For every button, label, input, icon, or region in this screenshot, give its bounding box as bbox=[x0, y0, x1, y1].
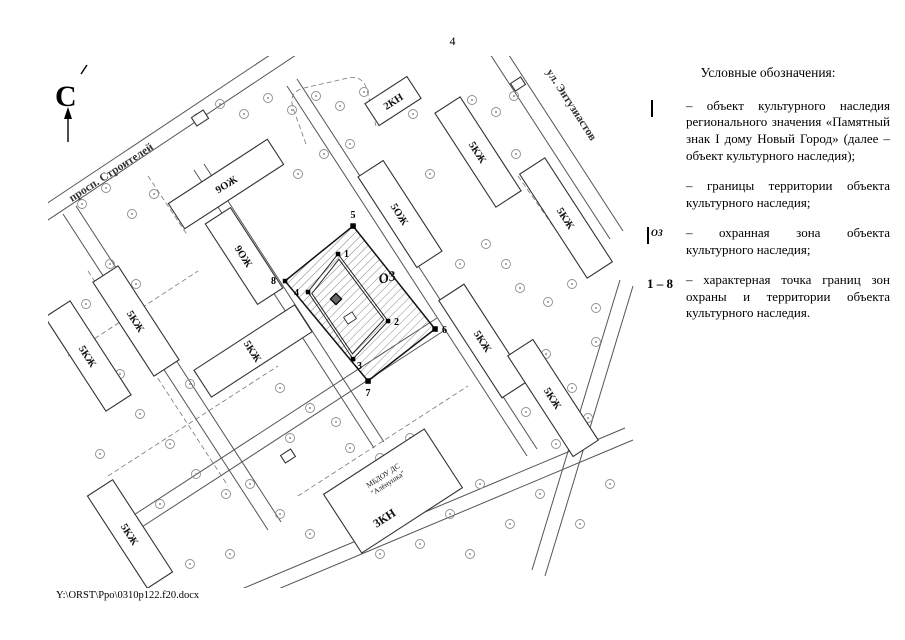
legend-item-text: – охранная зона объекта культурного насл… bbox=[686, 224, 890, 257]
building: 5КЖ bbox=[434, 96, 522, 208]
point-marker bbox=[350, 223, 356, 229]
utility-structure bbox=[509, 76, 527, 92]
point-label: 5 bbox=[351, 210, 356, 221]
points-range-symbol: 1 – 8 bbox=[647, 275, 673, 291]
heritage-object-diamond-icon bbox=[647, 99, 653, 118]
north-arrow: С bbox=[55, 64, 88, 142]
building: 5ОЖ bbox=[357, 159, 443, 269]
point-label: 6 bbox=[442, 325, 447, 336]
legend-item-text: – характерная точка границ зон охраны и … bbox=[686, 271, 890, 321]
point-label: 4 bbox=[294, 288, 299, 299]
point-marker bbox=[305, 289, 311, 295]
street-label: ул. Энтузиастов bbox=[543, 67, 598, 143]
point-marker bbox=[385, 318, 391, 324]
north-label: С bbox=[55, 80, 77, 113]
legend-title: Условные обозначения: bbox=[700, 65, 836, 80]
heritage-object-marker bbox=[329, 292, 343, 306]
monument-pedestal bbox=[343, 311, 357, 325]
north-arrowhead-icon bbox=[64, 107, 72, 119]
point-label: 2 bbox=[394, 317, 399, 328]
legend-item-boundary-points: 1 – 8 – характерная точка границ зон охр… bbox=[646, 272, 890, 323]
point-marker bbox=[432, 326, 438, 332]
point-label: 3 bbox=[357, 361, 362, 372]
building: 5КЖ bbox=[438, 283, 528, 399]
building: 2КН bbox=[364, 75, 422, 127]
building: 5КЖ bbox=[518, 157, 614, 279]
building-school: МБДОУ ДС "Алёнушка" 3КН bbox=[322, 428, 464, 554]
document-path: Y:\ORST\Ppo\0310p122.f20.docx bbox=[56, 590, 200, 601]
building: 5КЖ bbox=[44, 300, 132, 412]
page-number: 4 bbox=[449, 34, 456, 48]
building: 5КЖ bbox=[92, 265, 180, 377]
zone-label: ОЗ bbox=[377, 269, 398, 288]
utility-structure bbox=[190, 109, 210, 127]
point-marker bbox=[350, 356, 356, 362]
point-marker bbox=[282, 278, 288, 284]
building: 5КЖ bbox=[506, 338, 600, 458]
street-label: просп. Строителей bbox=[67, 141, 156, 205]
legend-item-heritage-object: – объект культурного наследия региональн… bbox=[646, 98, 890, 166]
legend-item-protection-zone: ОЗ – охранная зона объекта культурного н… bbox=[646, 225, 890, 259]
building: 5КЖ bbox=[193, 304, 313, 398]
legend-item-text: – объект культурного наследия региональн… bbox=[686, 97, 890, 164]
legend-item-text: – границы территории объекта культурного… bbox=[686, 178, 890, 210]
building: 9ОЖ bbox=[204, 206, 284, 306]
protection-zone-hatch-icon: ОЗ bbox=[647, 226, 664, 245]
site-map-container: С bbox=[27, 42, 648, 609]
protection-zone-symbol-label: ОЗ bbox=[650, 228, 664, 241]
territory-boundary-inner bbox=[311, 258, 385, 355]
buildings: 2КН 9ОЖ 9ОЖ 5ОЖ 5КЖ 5КЖ 5КЖ 5КЖ bbox=[44, 75, 614, 590]
legend-item-territory-boundary: – границы территории объекта культурного… bbox=[646, 178, 890, 212]
boundary-points: 1 2 3 4 5 6 7 8 bbox=[271, 210, 447, 399]
point-marker bbox=[335, 251, 341, 257]
site-map: С bbox=[27, 42, 634, 609]
point-label: 7 bbox=[366, 388, 371, 399]
point-label: 8 bbox=[271, 276, 276, 287]
point-marker bbox=[365, 378, 371, 384]
building: 5КЖ bbox=[86, 478, 174, 590]
legend: Условные обозначения: – объект культурно… bbox=[646, 64, 890, 335]
utility-structure bbox=[279, 448, 297, 464]
building: 9ОЖ bbox=[167, 138, 285, 230]
point-label: 1 bbox=[344, 249, 349, 260]
